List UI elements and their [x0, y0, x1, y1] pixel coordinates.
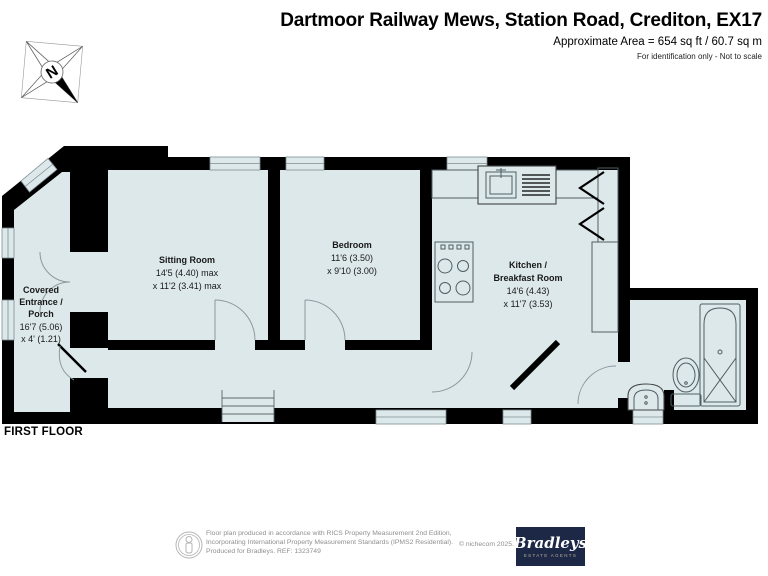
windows: [1, 156, 664, 425]
bedroom-label: Bedroom: [332, 240, 372, 250]
porch-double-door-opening: [70, 252, 108, 312]
bedroom-door-opening: [305, 340, 345, 350]
door-arc-icon: [39, 281, 71, 313]
stairs-icon: [221, 390, 275, 422]
measurement-person-icon: [175, 527, 203, 568]
bathroom-door-opening: [616, 362, 630, 398]
floor-label: FIRST FLOOR: [4, 426, 83, 438]
sitting-room-dim: 14'5 (4.40) max: [156, 268, 219, 278]
door-arc-icon: [577, 365, 617, 405]
door-arc-icon: [304, 299, 346, 341]
kitchen-fixtures: [431, 165, 619, 333]
page-title: Dartmoor Railway Mews, Station Road, Cre…: [280, 10, 762, 31]
porch-label: Entrance /: [19, 297, 63, 307]
interior-walls: [57, 339, 674, 410]
copyright-notice: © nichecom 2025.: [459, 541, 514, 548]
room-porch: [14, 172, 70, 412]
stove-icon: [434, 241, 474, 303]
scale-disclaimer: For identification only - Not to scale: [637, 52, 762, 61]
door-arc-icon: [39, 251, 71, 283]
sitting-room-dim: x 11'2 (3.41) max: [153, 281, 222, 291]
doors: [39, 251, 617, 405]
porch-label: Covered: [23, 285, 59, 295]
kitchen-dim: x 11'7 (3.53): [503, 299, 552, 309]
door-arc-icon: [214, 299, 256, 341]
footer-disclaimer-line: Incorporating International Property Mea…: [206, 539, 454, 546]
footer-disclaimer: Floor plan produced in accordance with R…: [206, 529, 453, 556]
brand-name: Bradleys: [513, 533, 588, 552]
bedroom-dim: 11'6 (3.50): [331, 253, 373, 263]
approximate-area: Approximate Area = 654 sq ft / 60.7 sq m: [553, 36, 762, 48]
toilet-icon: [670, 357, 702, 407]
room-sitting: [108, 170, 268, 340]
hallway: [108, 350, 618, 408]
room-bedroom: [280, 170, 420, 340]
kitchen-label: Breakfast Room: [493, 273, 562, 283]
compass-rose-icon: N: [21, 41, 83, 103]
kitchen-sink-icon: [477, 165, 557, 205]
porch-dim: 16'7 (5.06): [20, 322, 63, 332]
footer-disclaimer-line: Floor plan produced in accordance with R…: [206, 530, 452, 537]
counter: [591, 241, 619, 333]
porch-dim: x 4' (1.21): [21, 334, 61, 344]
brand-tagline: ESTATE AGENTS: [523, 552, 578, 558]
room-labels: Sitting Room 14'5 (4.40) max x 11'2 (3.4…: [19, 240, 562, 344]
bifold-door-icon: [578, 171, 605, 241]
wash-basin-icon: [627, 383, 665, 411]
sitting-room-label: Sitting Room: [159, 255, 215, 265]
bathroom-fixtures: [627, 303, 741, 411]
kitchen-dim: 14'6 (4.43): [507, 286, 550, 296]
bradleys-logo: Bradleys ESTATE AGENTS: [513, 527, 588, 566]
door-arc-icon: [431, 351, 473, 393]
bedroom-dim: x 9'10 (3.00): [327, 266, 377, 276]
header: Dartmoor Railway Mews, Station Road, Cre…: [280, 10, 762, 61]
footer-disclaimer-line: Produced for Bradleys. REF: 1323749: [206, 548, 321, 555]
sitting-door-opening: [215, 340, 255, 350]
door-arc-icon: [58, 345, 75, 381]
kitchen-label: Kitchen /: [509, 260, 548, 270]
bathtub-icon: [699, 303, 741, 407]
porch-label: Porch: [28, 309, 54, 319]
